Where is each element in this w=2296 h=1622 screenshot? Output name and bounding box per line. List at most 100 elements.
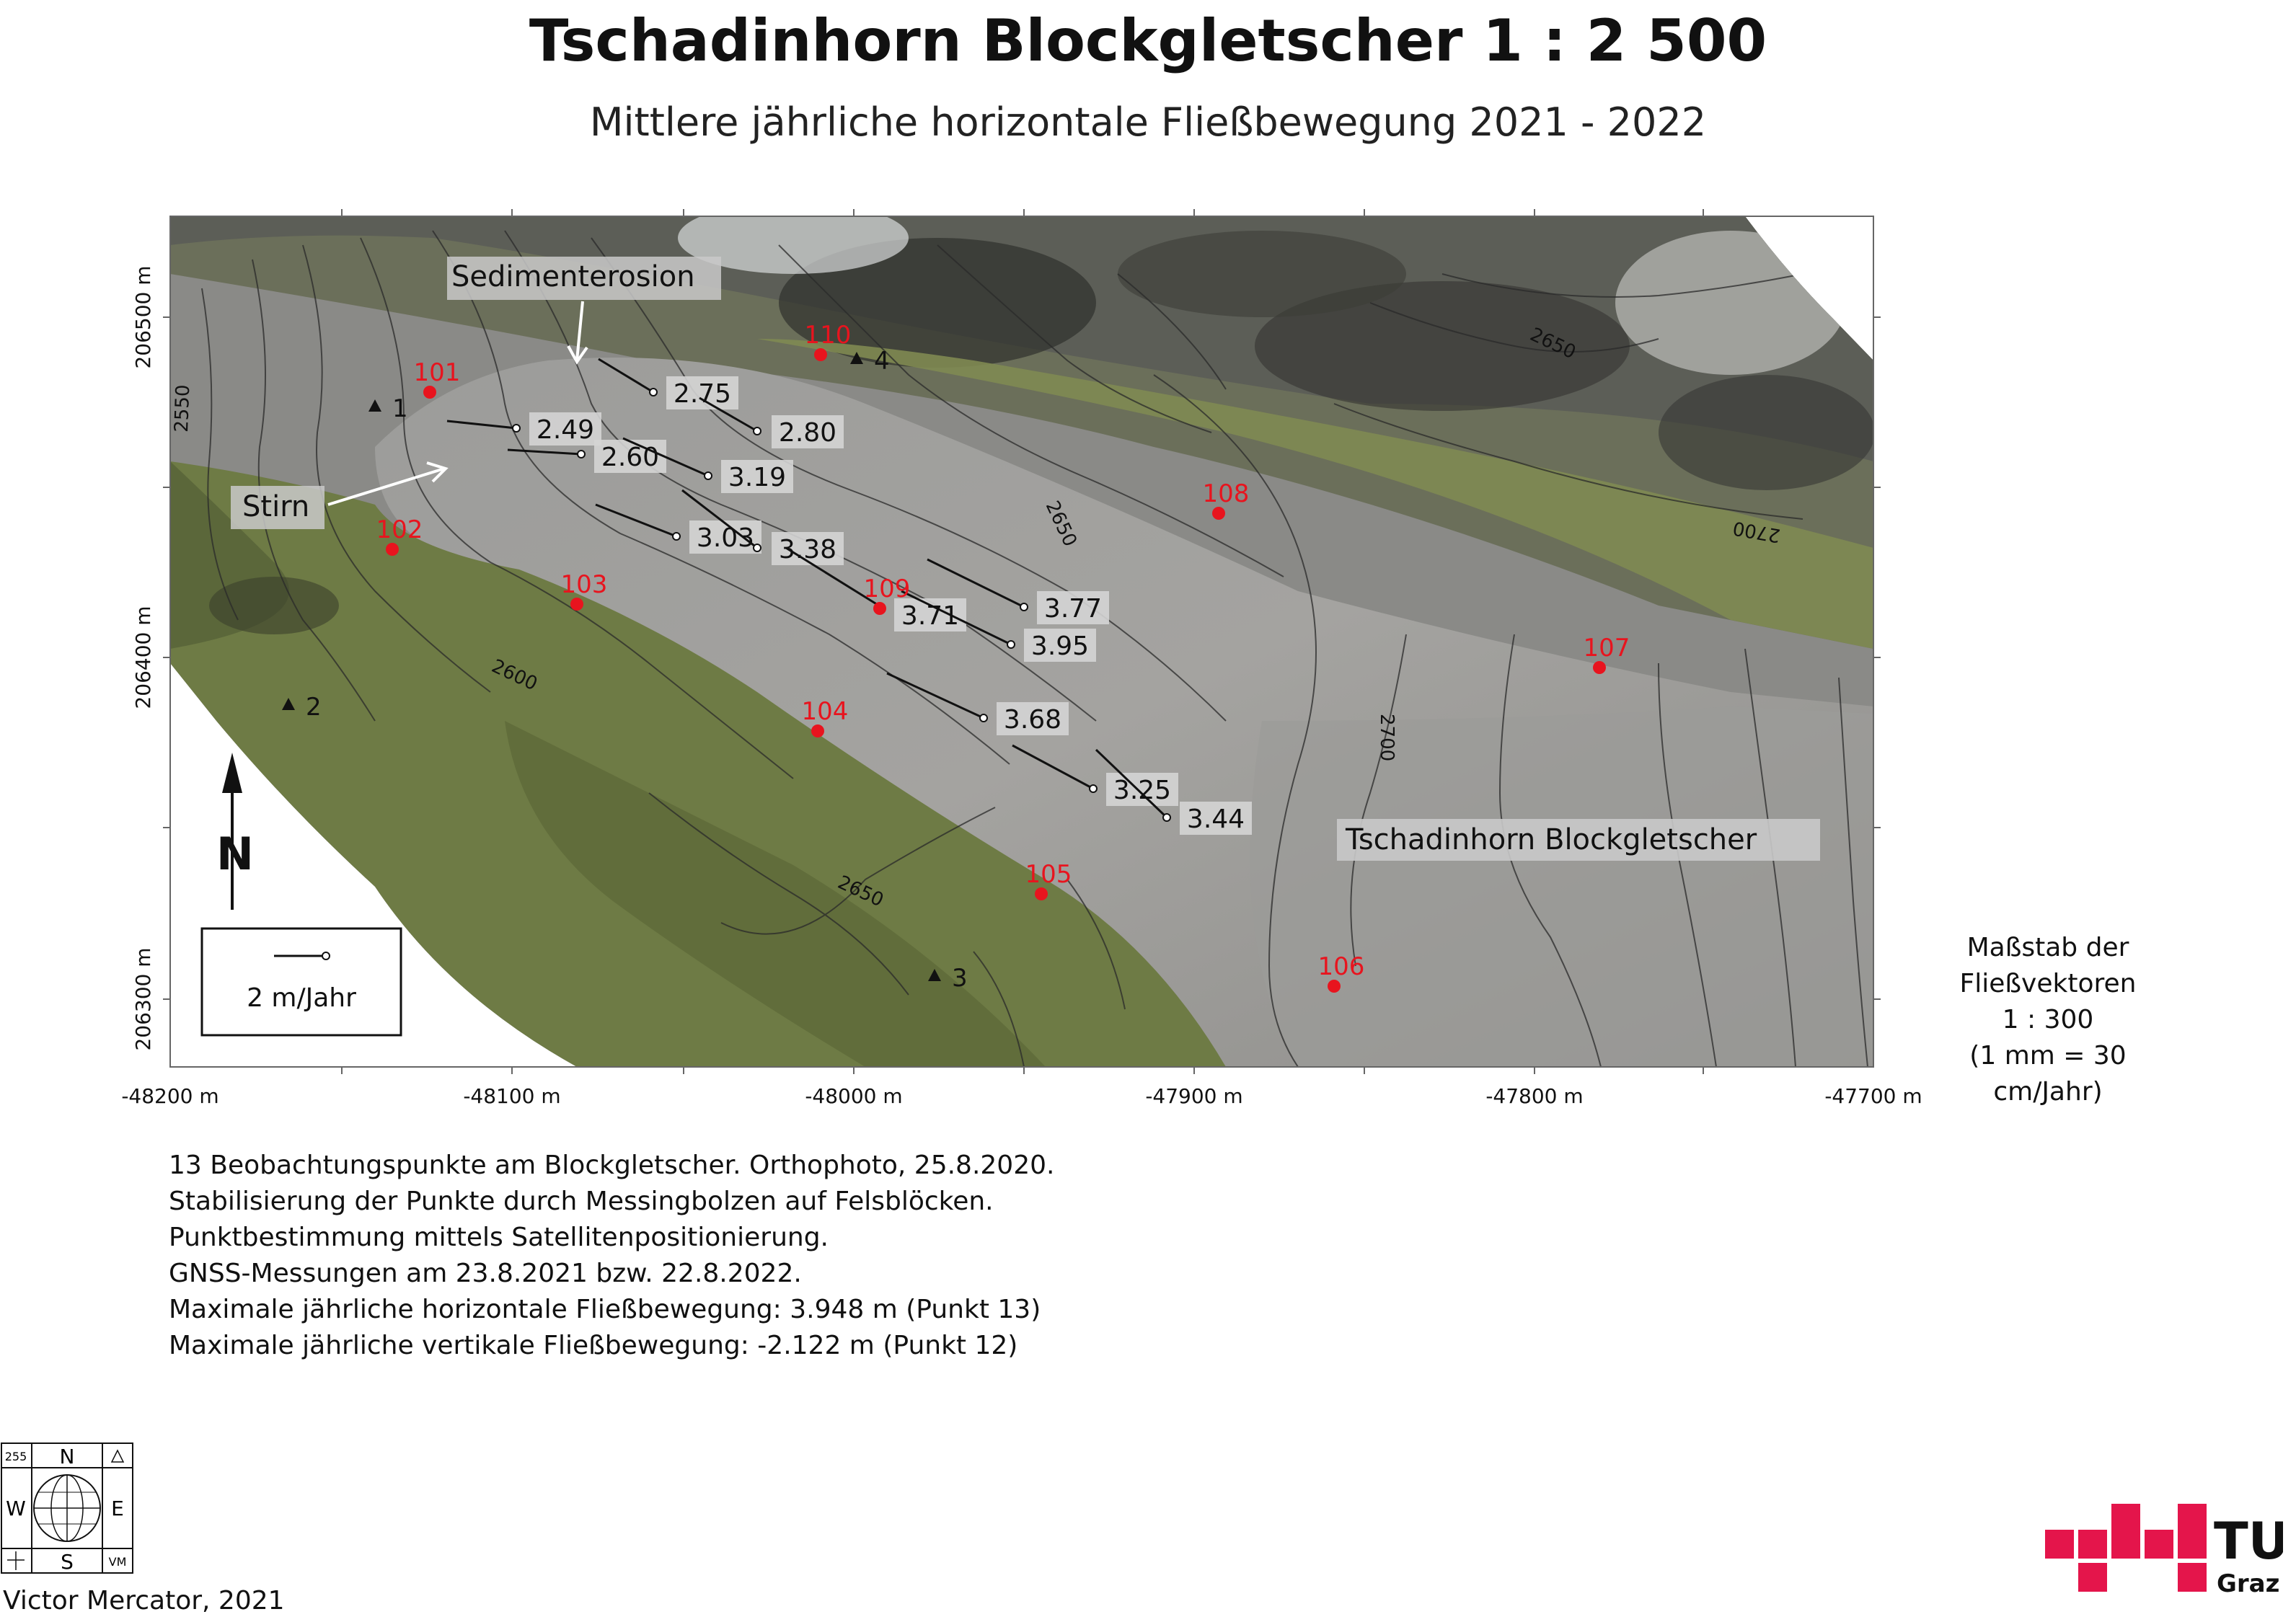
reference-point: 1 (368, 394, 408, 423)
control-point-label: 110 (805, 321, 852, 350)
velocity-vector: 3.77 (927, 558, 1109, 624)
contour-label: 2700 (1376, 714, 1398, 761)
reference-point-label: 1 (392, 394, 408, 423)
y-axis-label: 206400 m (131, 606, 155, 709)
control-point: 108 (1203, 479, 1250, 520)
scale-note-line: Maßstab der (1966, 933, 2129, 962)
velocity-label: 2.75 (674, 379, 731, 409)
control-point: 109 (864, 575, 911, 615)
reference-point: 2 (282, 693, 322, 722)
info-line: Maximale jährliche vertikale Fließbewegu… (169, 1331, 1018, 1360)
contour-label: 2550 (171, 384, 194, 433)
info-line: GNSS-Messungen am 23.8.2021 bzw. 22.8.20… (169, 1259, 802, 1288)
velocity-label: 3.44 (1187, 805, 1245, 834)
author-credit: Victor Mercator, 2021 (3, 1586, 285, 1616)
control-point-label: 101 (414, 358, 461, 387)
velocity-vector: 2.60 (507, 440, 666, 473)
map-frame (169, 216, 1874, 1068)
svg-text:2 m/Jahr: 2 m/Jahr (247, 983, 356, 1013)
velocity-vector: 2.75 (598, 358, 738, 409)
control-point: 101 (414, 358, 461, 399)
x-axis-label: -48000 m (805, 1084, 902, 1108)
reference-point: 3 (928, 964, 968, 993)
svg-text:S: S (61, 1550, 74, 1574)
control-point: 105 (1025, 860, 1072, 900)
svg-text:Sedimenterosion: Sedimenterosion (451, 260, 695, 293)
velocity-vector: 3.44 (1095, 748, 1252, 835)
x-axis-label: -48200 m (121, 1084, 218, 1108)
control-point: 107 (1584, 634, 1630, 674)
control-point: 102 (376, 515, 423, 556)
scale-note-line: Fließvektoren (1959, 969, 2137, 998)
control-point-label: 105 (1025, 860, 1072, 889)
velocity-label: 2.49 (537, 415, 594, 445)
control-point-label: 106 (1318, 952, 1365, 981)
x-axis-label: -48100 m (463, 1084, 560, 1108)
velocity-label: 2.60 (601, 443, 659, 472)
svg-text:Stirn: Stirn (242, 490, 309, 523)
svg-text:VM: VM (109, 1555, 127, 1569)
map-subtitle: Mittlere jährliche horizontale Fließbewe… (589, 99, 1707, 145)
velocity-label: 2.80 (779, 418, 836, 448)
control-point: 106 (1318, 952, 1365, 993)
reference-point: 4 (850, 347, 890, 376)
control-point-label: 103 (561, 570, 608, 599)
control-point-label: 102 (376, 515, 423, 544)
annotation-stirn: Stirn (231, 461, 449, 529)
control-points: 101 102 103 104 105 106 107 108 109 110 (376, 321, 1630, 993)
svg-text:TU: TU (2214, 1512, 2283, 1571)
svg-text:Graz: Graz (2217, 1569, 2279, 1597)
velocity-vector: 3.95 (901, 590, 1096, 662)
info-line: Stabilisierung der Punkte durch Messingb… (169, 1187, 994, 1216)
y-axis-label: 206300 m (131, 947, 155, 1050)
north-arrow-icon (222, 753, 242, 793)
annotation-glacier-name: Tschadinhorn Blockgletscher (1337, 819, 1820, 861)
triangle-icon (928, 969, 941, 981)
x-axis-label: -47800 m (1485, 1084, 1583, 1108)
svg-text:N: N (216, 828, 254, 880)
x-axis-label: -47700 m (1824, 1084, 1922, 1108)
info-line: Maximale jährliche horizontale Fließbewe… (169, 1295, 1041, 1324)
velocity-vector: 3.25 (1012, 744, 1178, 806)
control-point: 103 (561, 570, 608, 611)
map-svg: 2550 2600 2650 2650 2650 2700 2700 Sedim… (121, 209, 1922, 1108)
control-point: 110 (805, 321, 852, 361)
velocity-label: 3.19 (728, 463, 786, 492)
x-axis-label: -47900 m (1145, 1084, 1242, 1108)
control-point-label: 108 (1203, 479, 1250, 508)
svg-text:E: E (111, 1497, 124, 1520)
velocity-vector: 3.03 (595, 503, 761, 554)
svg-text:Tschadinhorn Blockgletscher: Tschadinhorn Blockgletscher (1345, 823, 1757, 856)
scale-note-line: (1 mm = 30 cm/Jahr) (1969, 1041, 2127, 1107)
reference-points: 1 2 3 4 (282, 347, 968, 993)
velocity-label: 3.95 (1031, 631, 1089, 661)
control-point-label: 109 (864, 575, 911, 603)
control-point-label: 104 (802, 697, 849, 726)
triangle-icon (282, 698, 295, 710)
tu-graz-logo: TU Graz (2045, 1504, 2283, 1597)
svg-text:255: 255 (5, 1450, 27, 1463)
triangle-icon (368, 399, 381, 412)
vector-legend: 2 m/Jahr (200, 927, 402, 1037)
y-axis-label: 206500 m (131, 265, 155, 368)
velocity-vector: 2.80 (699, 396, 844, 448)
info-line: 13 Beobachtungspunkte am Blockgletscher.… (169, 1151, 1055, 1180)
map-title: Tschadinhorn Blockgletscher 1 : 2 500 (529, 7, 1767, 74)
control-point: 104 (802, 697, 849, 737)
velocity-vector: 3.68 (886, 672, 1069, 735)
reference-point-label: 2 (306, 693, 322, 722)
reference-point-label: 4 (874, 347, 890, 376)
info-text: 13 Beobachtungspunkte am Blockgletscher.… (169, 1148, 1054, 1364)
velocity-label: 3.25 (1113, 776, 1171, 805)
control-point-label: 107 (1584, 634, 1630, 662)
info-line: Punktbestimmung mittels Satellitenpositi… (169, 1223, 829, 1252)
velocity-vector: 3.38 (681, 489, 844, 565)
triangle-icon (850, 352, 863, 364)
velocity-label: 3.68 (1004, 705, 1061, 735)
svg-text:N: N (60, 1445, 75, 1468)
velocity-label: 3.77 (1044, 594, 1102, 624)
scale-note-line: 1 : 300 (2002, 1005, 2094, 1034)
cartographer-logo: N S W E 255 VM (1, 1442, 133, 1574)
reference-point-label: 3 (952, 964, 968, 993)
velocity-vector: 2.49 (446, 412, 601, 446)
